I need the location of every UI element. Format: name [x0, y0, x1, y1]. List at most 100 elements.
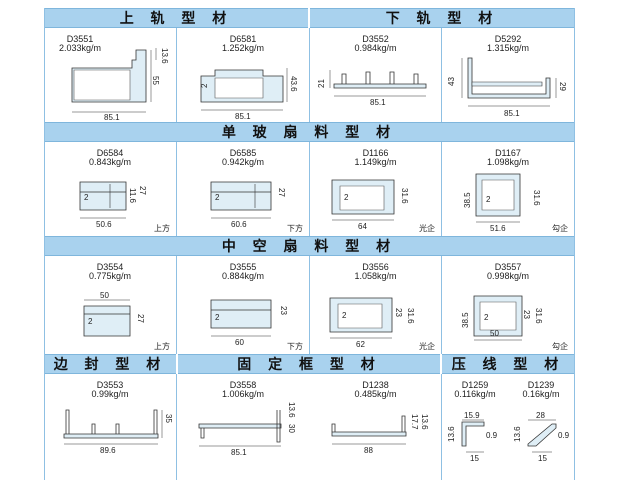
- dim-label: 31.6: [400, 188, 409, 204]
- profile-d3558: D3558 1.006kg/m 85.1 13.6 30: [177, 374, 309, 480]
- dim-label: 15.9: [464, 411, 480, 420]
- dim-label: 30: [287, 424, 296, 433]
- profile-d3555: D3555 0.884kg/m 60 2 23 下方: [177, 256, 309, 354]
- divider: [441, 374, 442, 480]
- dim-label: 43: [447, 77, 456, 86]
- dim-label: 27: [277, 188, 286, 197]
- dim-label: 13.6: [513, 426, 522, 442]
- position-note: 下方: [287, 342, 303, 351]
- dim-label: 15: [470, 454, 479, 463]
- profile-drawing-d3553: 89.6 35: [63, 409, 173, 455]
- profile-d3552: D3552 0.984kg/m 85.1 21: [310, 28, 441, 122]
- profile-d3551: D3551 2.033kg/m 85.1 55 13.6: [44, 28, 176, 122]
- profile-d1166: D1166 1.149kg/m 64 2 31.6 光企: [310, 142, 441, 236]
- section-header-fixed-frame: 固 定 框 型 材: [178, 354, 440, 374]
- dim-label: 35: [164, 414, 173, 423]
- divider: [574, 8, 575, 480]
- profile-code: D1239: [527, 380, 555, 390]
- profile-code: D3554: [96, 262, 124, 272]
- profile-weight: 0.116kg/m: [454, 389, 496, 399]
- dim-label: 2: [88, 317, 93, 326]
- profile-d1239: D1239 0.16kg/m 28 13.6 0.9 15: [508, 374, 574, 480]
- position-note: 光企: [419, 224, 435, 233]
- profile-code: D6585: [229, 148, 257, 158]
- dim-label: 38.5: [461, 312, 470, 328]
- profile-drawing-d1167: 51.6 38.5 2 31.6: [463, 173, 541, 233]
- dim-label: 50: [100, 291, 109, 300]
- profile-d6585: D6585 0.942kg/m 60.6 2 27 下方: [177, 142, 309, 236]
- divider: [309, 142, 310, 236]
- dim-label: 85.1: [231, 448, 247, 457]
- profile-code: D3553: [96, 380, 124, 390]
- dim-label: 27: [136, 314, 145, 323]
- divider: [176, 28, 177, 122]
- dim-label: 85.1: [504, 109, 520, 118]
- dim-label: 60: [235, 338, 244, 347]
- section-header-lower-rail: 下 轨 型 材: [310, 8, 574, 28]
- divider: [441, 142, 442, 236]
- dim-label: 13.6: [287, 402, 296, 418]
- profile-drawing-d6585: 60.6 2 27: [210, 181, 286, 229]
- profile-code: D3557: [494, 262, 522, 272]
- section-header-bead: 压 线 型 材: [442, 354, 574, 374]
- position-note: 勾企: [552, 342, 568, 351]
- profile-d6584: D6584 0.843kg/m 50.6 2 11.6 27 上方: [44, 142, 176, 236]
- profile-code: D1167: [495, 148, 521, 158]
- dim-label: 38.5: [463, 192, 472, 208]
- dim-label: 50: [490, 329, 499, 338]
- section-header-upper-rail: 上 轨 型 材: [44, 8, 308, 28]
- dim-label: 23: [279, 306, 288, 315]
- divider: [176, 256, 177, 354]
- dim-label: 55: [151, 76, 160, 85]
- dim-label: 2: [84, 193, 89, 202]
- dim-label: 89.6: [100, 446, 116, 455]
- dim-label: 2: [344, 193, 349, 202]
- profile-code: D1259: [461, 380, 489, 390]
- profile-d3553: D3553 0.99kg/m 89.6 35: [44, 374, 176, 480]
- dim-label: 0.9: [558, 431, 570, 440]
- dim-label: 27: [138, 186, 147, 195]
- dim-label: 85.1: [370, 98, 386, 107]
- profile-weight: 1.006kg/m: [221, 389, 265, 399]
- profile-drawing-d3556: 62 2 23 31.6: [329, 297, 415, 349]
- dim-label: 2: [215, 313, 220, 322]
- dim-label: 85.1: [235, 112, 251, 121]
- profile-weight: 0.99kg/m: [91, 389, 129, 399]
- dim-label: 2: [484, 313, 489, 322]
- profile-code: D3555: [229, 262, 257, 272]
- dim-label: 13.6: [447, 426, 456, 442]
- divider: [309, 28, 310, 122]
- profile-drawing-d1239: 28 13.6 0.9 15: [513, 411, 570, 463]
- position-note: 光企: [419, 342, 435, 351]
- dim-label: 85.1: [104, 113, 120, 122]
- profile-code: D3552: [362, 34, 389, 44]
- profile-drawing-d3557: 50 38.5 2 23 31.6: [461, 295, 543, 341]
- dim-label: 13.6: [160, 48, 169, 64]
- divider: [309, 256, 310, 354]
- profile-drawing-d3554: 50 2 27: [83, 291, 145, 337]
- divider: [176, 374, 177, 480]
- profile-d1238: D1238 0.485kg/m 88 17.7 13.6: [310, 374, 441, 480]
- section-header-hollow-sash: 中 空 扇 料 型 材: [44, 236, 574, 256]
- profile-drawing-d6584: 50.6 2 11.6 27: [79, 181, 147, 229]
- position-note: 上方: [154, 224, 170, 233]
- profile-drawing-d3558: 85.1 13.6 30: [198, 402, 296, 457]
- profile-weight: 1.315kg/m: [486, 43, 530, 53]
- profile-drawing-d1259: 15.9 13.6 0.9 15: [447, 411, 498, 463]
- position-note: 勾企: [552, 224, 568, 233]
- profile-d3557: D3557 0.998kg/m 50 38.5 2 23 31.6 勾企: [442, 256, 574, 354]
- dim-label: 28: [536, 411, 545, 420]
- dim-label: 15: [538, 454, 547, 463]
- profile-weight: 1.098kg/m: [486, 157, 530, 167]
- profile-drawing-d3551: 85.1 55 13.6: [71, 48, 169, 122]
- dim-label: 62: [356, 340, 365, 349]
- profile-drawing-d1166: 64 2 31.6: [331, 179, 409, 231]
- profile-code: D3551: [66, 34, 94, 44]
- profile-code: D3556: [362, 262, 389, 272]
- position-note: 上方: [154, 342, 170, 351]
- profile-drawing-d6581: 85.1 43.6 2: [200, 68, 298, 121]
- dim-label: 2: [486, 195, 491, 204]
- dim-label: 0.9: [486, 431, 498, 440]
- dim-label: 11.6: [128, 188, 137, 204]
- profile-code: D3558: [229, 380, 257, 390]
